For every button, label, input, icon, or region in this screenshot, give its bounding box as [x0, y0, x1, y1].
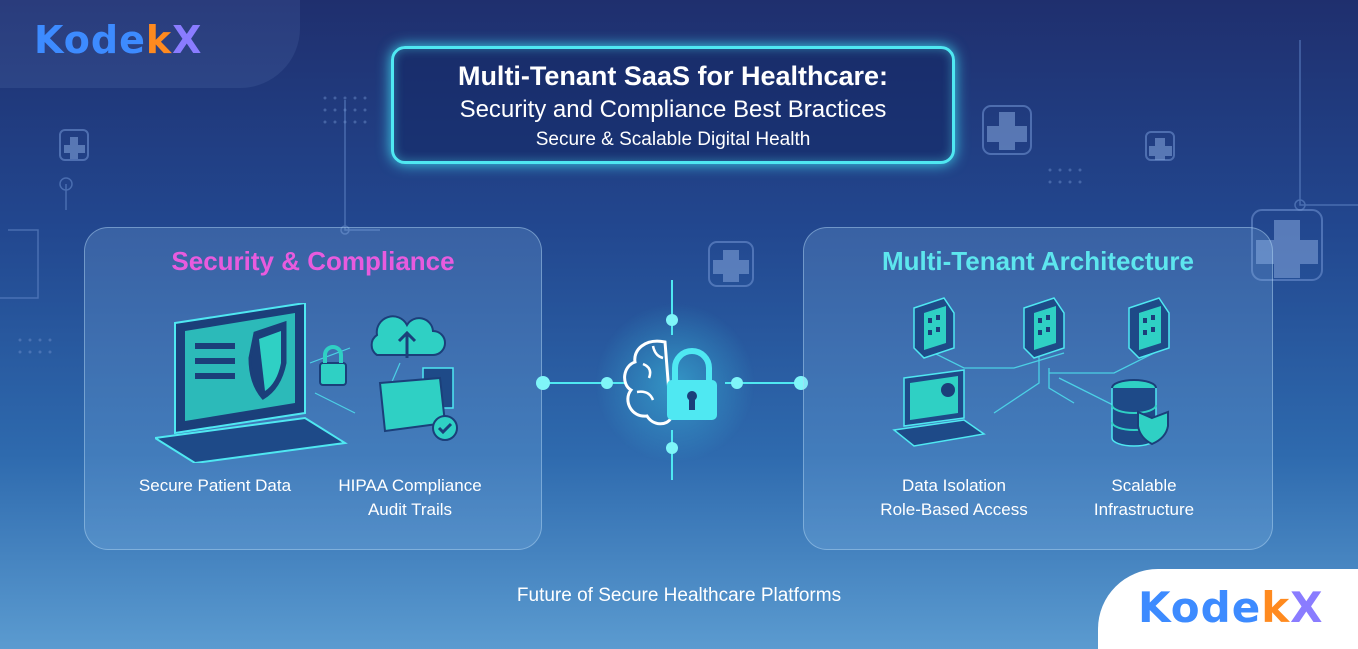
folder-check-icon: [378, 367, 458, 441]
title-box: Multi-Tenant SaaS for Healthcare: Securi…: [391, 46, 955, 164]
caption-scalable: Scalable: [1111, 476, 1177, 495]
building-icon: [1023, 297, 1065, 359]
kodekx-logo: KodekX: [34, 18, 203, 62]
card-heading: Security & Compliance: [171, 246, 455, 276]
cloud-upload-icon: [370, 315, 446, 358]
laptop-shield-icon: [155, 303, 458, 463]
multi-tenant-architecture-card: Multi-Tenant Architecture: [803, 227, 1273, 550]
page-subtitle: Security and Compliance Best Bractices: [459, 96, 887, 123]
laptop-user-icon: [892, 369, 986, 447]
caption-hipaa-compliance: HIPAA Compliance: [338, 476, 482, 495]
logo-bottom-right: KodekX: [1098, 569, 1358, 649]
building-icon: [1128, 297, 1170, 359]
database-shield-icon: [1111, 379, 1169, 447]
caption-role-based-access: Role-Based Access: [880, 500, 1028, 519]
padlock-icon: [319, 345, 347, 386]
brain-lock-icon: [536, 280, 808, 480]
building-icon: [913, 297, 955, 359]
caption-audit-trails: Audit Trails: [367, 500, 453, 519]
architecture-illustration: [892, 297, 1170, 447]
security-compliance-card: Security & Compliance Secure Patient Dat…: [84, 227, 542, 550]
page-title: Multi-Tenant SaaS for Healthcare:: [457, 61, 889, 91]
caption-secure-patient-data: Secure Patient Data: [138, 476, 292, 495]
caption-data-isolation: Data Isolation: [902, 476, 1006, 495]
kodekx-logo: KodekX: [1138, 583, 1324, 632]
caption-infrastructure: Infrastructure: [1093, 500, 1195, 519]
logo-top-left: KodekX: [0, 0, 300, 88]
footer-text: Future of Secure Healthcare Platforms: [516, 585, 842, 606]
page-tagline: Secure & Scalable Digital Health: [535, 129, 811, 150]
card-heading: Multi-Tenant Architecture: [881, 246, 1194, 276]
